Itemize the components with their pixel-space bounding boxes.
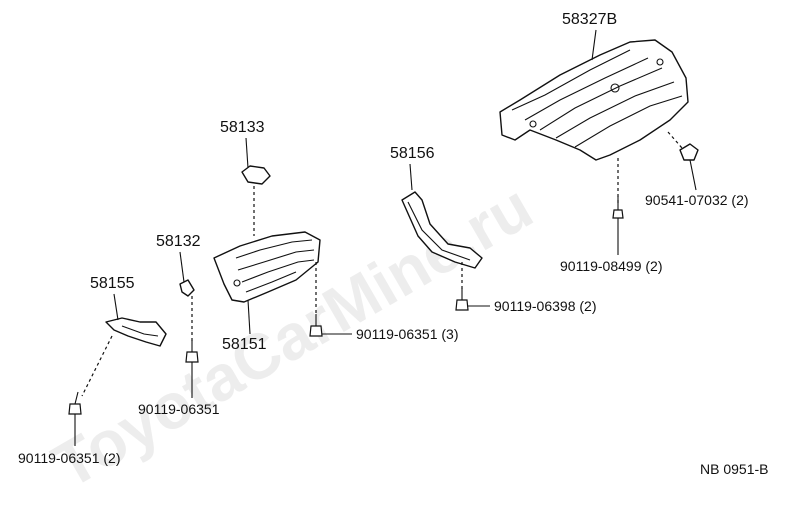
leader-58151 [247,299,251,335]
label-58151: 58151 [222,336,267,353]
bolt-icon[interactable] [185,340,199,363]
label-90119-06351: 90119-06351 [138,401,220,417]
bracket-58156[interactable] [401,191,483,269]
heat-insulator-58327b[interactable] [499,39,689,161]
bolt-icon[interactable] [309,314,323,337]
label-90541-07032: 90541-07032 (2) [645,192,749,208]
bolt-icon[interactable] [68,391,82,415]
diagram-code: NB 0951-B [700,461,768,477]
bracket-58133[interactable] [241,165,271,185]
leader-58156 [409,163,413,191]
label-58132: 58132 [156,233,201,250]
bolt-icon[interactable] [455,288,469,311]
leader-58155 [113,293,119,321]
leader-90541 [689,159,697,191]
bracket-58155[interactable] [105,317,167,347]
bolt-icon[interactable] [612,196,624,219]
label-90119-06351-2: 90119-06351 (2) [18,450,120,466]
label-90119-06398: 90119-06398 (2) [494,298,596,314]
dash-clip [667,131,683,149]
clip-icon[interactable] [679,143,699,161]
dash-06351-2 [81,335,113,397]
label-58155: 58155 [90,275,135,292]
label-90119-08499: 90119-08499 (2) [560,258,662,274]
label-90119-06351-3: 90119-06351 (3) [356,326,458,342]
leader-58132 [179,251,185,283]
label-58133: 58133 [220,119,265,136]
heat-insulator-58151[interactable] [213,231,321,303]
clip-58132[interactable] [179,279,195,297]
leader-58327b [591,29,597,61]
leader-58133 [245,137,249,169]
label-58327b: 58327B [562,11,617,28]
label-58156: 58156 [390,145,435,162]
